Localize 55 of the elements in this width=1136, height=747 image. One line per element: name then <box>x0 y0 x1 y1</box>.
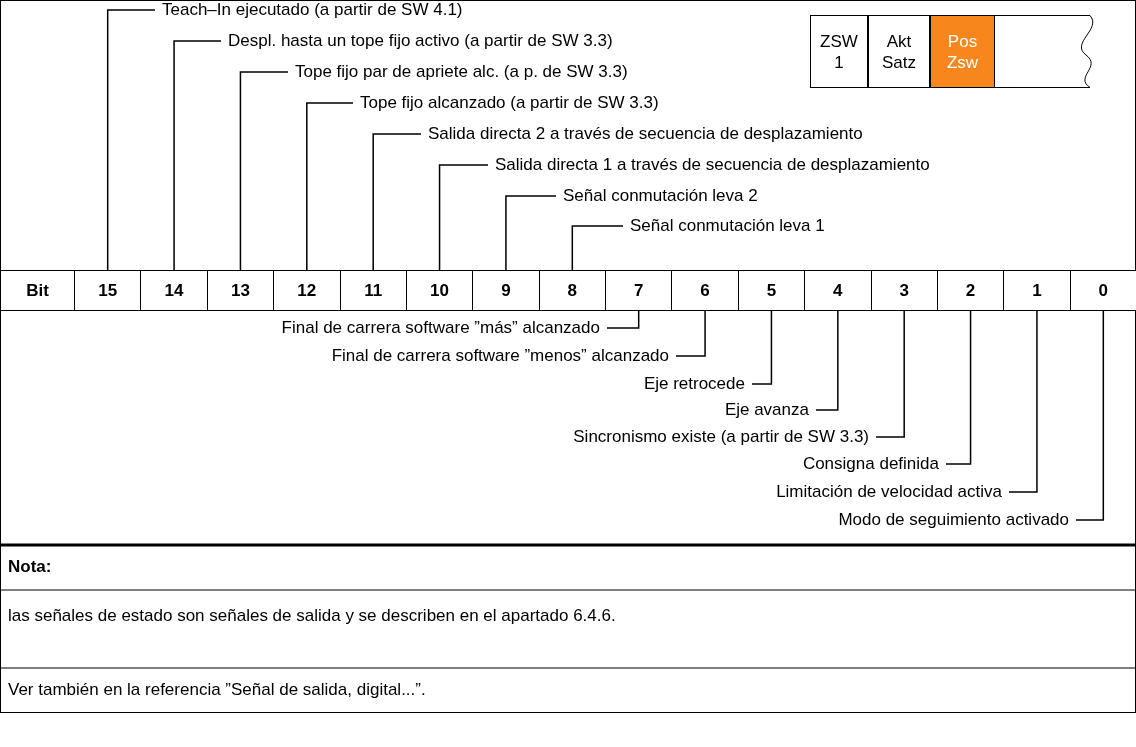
leader-line <box>571 225 624 271</box>
leader-line <box>505 195 557 271</box>
bit-description: Señal conmutación leva 1 <box>623 216 825 236</box>
note-heading: Nota: <box>8 556 53 578</box>
bit-number: 1 <box>1003 270 1071 311</box>
bit-number: 5 <box>737 270 806 311</box>
bit-number: 14 <box>140 270 208 311</box>
bit-number: 3 <box>870 270 938 311</box>
bit-description: Salida directa 1 a través de secuencia de desplazamiento <box>488 155 930 175</box>
leader-line <box>945 310 972 465</box>
bit-description: Salida directa 2 a través de secuencia de desplazamiento <box>421 124 863 144</box>
bit-number: 15 <box>74 270 142 311</box>
bit-description: Tope fijo par de apriete alc. (a p. de SW 3.3) <box>288 62 628 82</box>
bit-number: 11 <box>339 270 407 311</box>
bit-number: 0 <box>1069 270 1136 311</box>
bit-description: Sincronismo existe (a partir de SW 3.3) <box>573 427 876 447</box>
bit-number: 9 <box>472 270 540 311</box>
bit-number: 4 <box>804 270 872 311</box>
leader-line <box>106 9 156 271</box>
bit-number: 2 <box>936 270 1005 311</box>
bit-description: Final de carrera software ”menos” alcanzado <box>331 346 676 366</box>
bit-number: 13 <box>206 270 275 311</box>
highlighted-word-field: Pos Zsw <box>930 15 995 88</box>
leader-line <box>1008 310 1038 493</box>
bit-number: 8 <box>538 270 606 311</box>
bit-description: Final de carrera software ”más” alcanzado <box>281 318 607 338</box>
bit-description: Eje avanza <box>724 400 816 420</box>
bit-description: Despl. hasta un tope fijo activo (a partir de SW 3.3) <box>221 31 613 51</box>
leader-line <box>875 310 905 438</box>
row-header: Bit <box>0 270 75 311</box>
bit-description: Consigna definida <box>802 454 946 474</box>
leader-line <box>306 102 354 271</box>
bit-description: Teach–In ejecutado (a partir de SW 4.1) <box>155 0 463 20</box>
leader-line <box>1075 310 1105 521</box>
leader-line <box>239 71 289 271</box>
word-field: Akt Satz <box>868 15 930 88</box>
bit-number: 10 <box>405 270 474 311</box>
leader-line <box>438 164 489 271</box>
leader-line <box>372 133 422 271</box>
leader-line <box>751 310 773 385</box>
leader-line <box>815 310 839 411</box>
leader-line <box>173 40 222 271</box>
leader-line <box>606 310 640 329</box>
leader-line <box>675 310 706 357</box>
bit-description: Eje retrocede <box>643 374 752 394</box>
word-field: ZSW 1 <box>810 15 868 88</box>
bit-description: Señal conmutación leva 2 <box>556 186 758 206</box>
bit-number: 12 <box>273 270 341 311</box>
note-text: las señales de estado son señales de salida y se describen en el apartado 6.4.6. <box>8 605 617 627</box>
bit-description: Modo de seguimiento activado <box>838 510 1076 530</box>
bit-number: 7 <box>605 270 673 311</box>
note-text: Ver también en la referencia ”Señal de salida, digital...”. <box>8 679 427 701</box>
bit-description: Tope fijo alcanzado (a partir de SW 3.3) <box>353 93 659 113</box>
bit-description: Limitación de velocidad activa <box>776 482 1009 502</box>
bit-number: 6 <box>671 270 739 311</box>
